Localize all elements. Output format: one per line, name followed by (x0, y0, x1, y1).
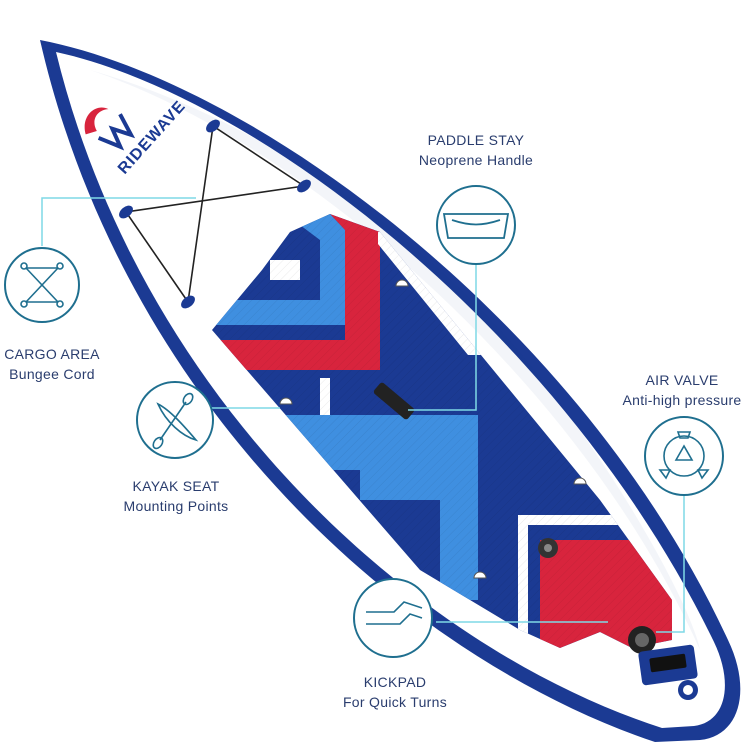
bungee-cords (125, 125, 305, 303)
kickpad-label: KICKPAD For Quick Turns (330, 672, 460, 712)
center-handle (373, 382, 415, 420)
cargo-area-label: CARGO AREA Bungee Cord (0, 344, 104, 384)
feature-title: KAYAK SEAT (132, 478, 220, 494)
feature-subtitle: Bungee Cord (9, 366, 95, 382)
kickpad-icon (353, 578, 433, 658)
kayak-icon (136, 381, 214, 459)
feature-subtitle: For Quick Turns (342, 694, 448, 710)
air-valve-part (538, 538, 698, 700)
d-rings (119, 119, 311, 309)
air-valve-label: AIR VALVE Anti-high pressure (614, 370, 750, 410)
paddle-callout-line (408, 264, 477, 411)
feature-title: AIR VALVE (645, 372, 719, 388)
mounting-points (279, 279, 587, 579)
feature-subtitle: Anti-high pressure (622, 392, 742, 408)
handle-icon (436, 185, 516, 265)
feature-title: KICKPAD (363, 674, 427, 690)
feature-subtitle: Neoprene Handle (418, 152, 534, 168)
feature-title: PADDLE STAY (427, 132, 525, 148)
valve-icon (644, 416, 724, 496)
cargo-callout-line (41, 197, 196, 246)
paddle-stay-label: PADDLE STAY Neoprene Handle (406, 130, 546, 170)
valve-callout-line (656, 496, 685, 633)
feature-subtitle: Mounting Points (123, 498, 229, 514)
cargo-area-icon (4, 247, 80, 323)
callout-lines (41, 197, 685, 633)
wave-mark (84, 107, 109, 135)
kayak-seat-label: KAYAK SEAT Mounting Points (112, 476, 240, 516)
feature-title: CARGO AREA (4, 346, 100, 362)
